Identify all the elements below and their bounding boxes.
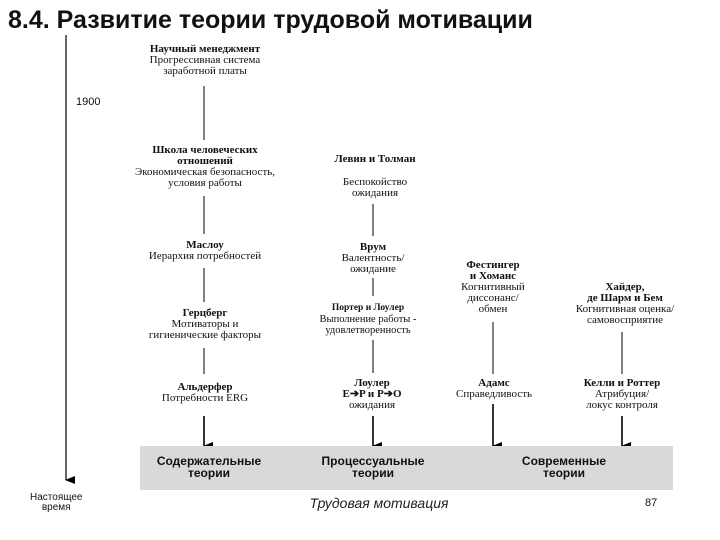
node-name: Лоулер (354, 377, 390, 389)
node-name: Альдерфер (177, 381, 233, 393)
node-desc: Беспокойство (342, 176, 408, 188)
node-desc: Потребности ERG (161, 392, 249, 404)
node-desc: Когнитивный (461, 281, 525, 293)
node-vroom: Врум Валентность/ ожидание (342, 242, 405, 275)
node-name: Герцберг (182, 307, 228, 319)
node-desc: условия работы (168, 177, 242, 189)
node-desc: удовлетворенность (325, 325, 411, 336)
node-desc: Мотиваторы и (171, 318, 239, 330)
node-alderfer: Альдерфер Потребности ERG (162, 382, 248, 404)
node-desc: Экономическая безопасность, (134, 166, 276, 178)
node-desc: обмен (478, 303, 508, 315)
node-maslow: Маслоу Иерархия потребностей (149, 240, 261, 262)
node-desc: Прогрессивная система (149, 54, 261, 66)
node-name: Левин и Толман (334, 153, 416, 165)
category-content-theories: Содержательные теории (157, 455, 261, 479)
node-desc: Когнитивная оценка/ (575, 303, 675, 315)
timeline-end-line: Настоящее (30, 492, 83, 503)
category-label: Современные (521, 454, 607, 468)
node-name: Портер и Лоулер (331, 303, 405, 313)
node-desc: ожидания (348, 399, 396, 411)
category-modern-theories: Современные теории (522, 455, 606, 479)
node-desc: диссонанс/ (467, 292, 519, 304)
node-name: Фестингер (466, 259, 520, 271)
node-lawler: Лоулер E➔P и P➔O ожидания (343, 378, 402, 411)
node-desc: E➔P и P➔O (342, 388, 402, 400)
node-desc: самовосприятие (586, 314, 664, 326)
node-kelley-rotter: Келли и Роттер Атрибуция/ локус контроля (584, 378, 661, 411)
node-name: Маслоу (186, 239, 224, 251)
theories-band (140, 446, 673, 490)
category-process-theories: Процессуальные теории (322, 455, 425, 479)
node-desc: Выполнение работы - (319, 314, 417, 325)
node-name: отношений (177, 155, 233, 167)
node-lewin-tolman: Левин и Толман Беспокойство ожидания (334, 154, 415, 199)
node-desc: Справедливость (455, 388, 533, 400)
node-name: Келли и Роттер (583, 377, 661, 389)
category-label: теории (188, 466, 230, 480)
node-desc: гигиенические факторы (148, 329, 262, 341)
node-human-relations: Школа человеческих отношений Экономическ… (135, 145, 275, 189)
timeline-end-label: Настоящее время (30, 493, 82, 513)
node-adams: Адамс Справедливость (456, 378, 532, 400)
node-festinger-homans: Фестингер и Хоманс Когнитивный диссонанс… (461, 260, 525, 315)
category-label: Процессуальные (321, 454, 425, 468)
node-desc: локус контроля (586, 399, 658, 411)
node-desc: Иерархия потребностей (148, 250, 262, 262)
category-label: теории (543, 466, 585, 480)
node-scientific-management: Научный менеджмент Прогрессивная система… (150, 44, 261, 77)
page-number: 87 (645, 497, 658, 509)
node-name: Научный менеджмент (149, 43, 261, 55)
category-label: теории (352, 466, 394, 480)
node-porter-lawler: Портер и Лоулер Выполнение работы - удов… (320, 303, 417, 336)
node-desc: ожидание (350, 263, 396, 275)
node-desc: Атрибуция/ (594, 388, 650, 400)
node-name: Школа человеческих (152, 144, 258, 156)
node-name: Хайдер, (605, 281, 645, 293)
node-name: де Шарм и Бем (587, 292, 663, 304)
timeline-start-label: 1900 (76, 96, 101, 108)
timeline-end-line: время (41, 502, 71, 513)
node-desc: заработной платы (163, 65, 247, 77)
page-title: 8.4. Развитие теории трудовой мотивации (8, 6, 533, 34)
node-herzberg: Герцберг Мотиваторы и гигиенические факт… (149, 308, 261, 341)
node-heider: Хайдер, де Шарм и Бем Когнитивная оценка… (576, 282, 674, 326)
footer-caption: Трудовая мотивация (309, 495, 449, 511)
node-name: и Хоманс (469, 270, 517, 282)
node-name: Врум (359, 241, 387, 253)
node-desc: ожидания (351, 187, 399, 199)
node-name: Адамс (478, 377, 510, 389)
node-desc: Валентность/ (341, 252, 405, 264)
category-label: Содержательные (156, 454, 262, 468)
